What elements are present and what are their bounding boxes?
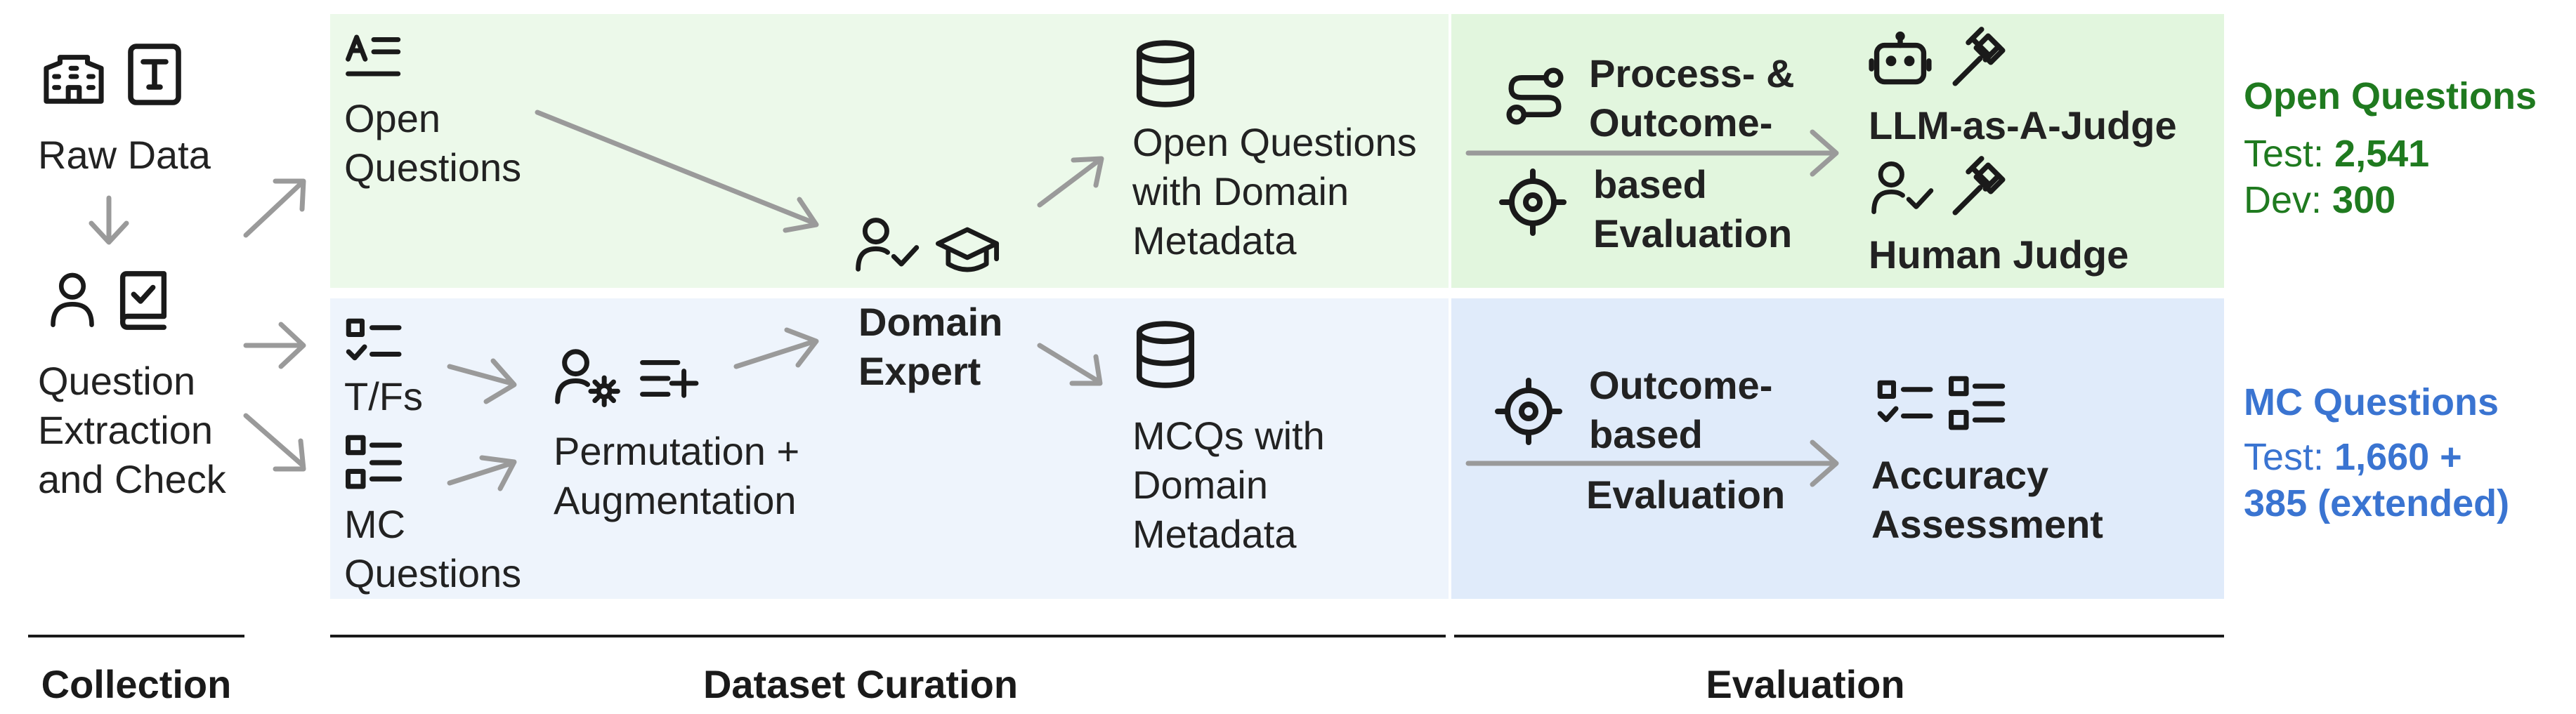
gavel-icon: [1947, 27, 2011, 91]
question-extraction-line-2: Extraction: [38, 408, 213, 452]
checked-book-icon: [117, 270, 170, 333]
arrow-extraction-to-open: [243, 180, 305, 238]
curation-divider: [330, 635, 1446, 637]
accuracy-line-2: Assessment: [1871, 502, 2103, 546]
open-meta-line-1: Open Questions: [1132, 120, 1417, 164]
open-stats-test: Test: 2,541: [2244, 131, 2429, 177]
based-eval-line-2: Evaluation: [1593, 211, 1793, 256]
raw-data-label: Raw Data: [38, 133, 211, 177]
person-check-icon: [856, 215, 922, 275]
text-lines-icon: [344, 32, 403, 79]
mcq-meta-line-1: MCQs with: [1132, 414, 1325, 458]
collection-section-label: Collection: [41, 662, 232, 706]
multiple-choice-icon: [1947, 375, 2008, 432]
arrow-mc-to-permutation: [447, 461, 514, 486]
open-questions-line-1: Open: [344, 96, 440, 140]
outcome-based-line-2: based: [1589, 412, 1703, 456]
route-icon: [1503, 65, 1567, 128]
arrow-permutation-to-expert: [733, 338, 818, 369]
evaluation-word: Evaluation: [1586, 472, 1786, 517]
open-stats-title: Open Questions: [2244, 75, 2537, 117]
open-test-label: Test:: [2244, 133, 2335, 175]
arrow-expert-to-open-meta: [1037, 157, 1102, 208]
mc-stats-test-extended: 385 (extended): [2244, 482, 2510, 524]
permutation-line-1: Permutation +: [554, 429, 800, 473]
mc-stats-title: MC Questions: [2244, 381, 2499, 423]
curation-section-label: Dataset Curation: [702, 662, 1019, 706]
evaluation-section-label: Evaluation: [1706, 662, 1905, 706]
arrow-tf-to-permutation: [447, 364, 514, 386]
llm-judge-label: LLM-as-A-Judge: [1869, 103, 2177, 147]
graduation-cap-icon: [934, 223, 1000, 277]
gavel-icon: [1947, 156, 2011, 220]
mcq-meta-line-2: Domain: [1132, 463, 1268, 507]
mc-test-value: 1,660 +: [2334, 436, 2462, 478]
domain-expert-line-2: Expert: [858, 349, 981, 393]
process-outcome-line-1: Process- &: [1589, 51, 1795, 95]
database-icon: [1135, 320, 1196, 389]
collection-divider: [28, 635, 244, 637]
checklist-icon: [1876, 379, 1936, 428]
robot-icon: [1869, 31, 1932, 87]
arrow-expert-to-mcq-meta: [1037, 343, 1102, 385]
person-check-icon: [1871, 159, 1936, 218]
building-icon: [41, 46, 107, 107]
evaluation-divider: [1454, 635, 2224, 637]
target-icon: [1499, 168, 1567, 236]
open-meta-line-3: Metadata: [1132, 218, 1297, 263]
tfs-label: T/Fs: [344, 374, 423, 418]
arrow-extraction-to-mc: [243, 413, 305, 468]
database-icon: [1135, 39, 1196, 108]
open-meta-line-2: with Domain: [1132, 169, 1349, 213]
open-curation-panel: [330, 14, 1449, 288]
open-dev-value: 300: [2332, 179, 2396, 221]
open-questions-line-2: Questions: [344, 145, 522, 190]
mc-stats-test: Test: 1,660 +: [2244, 434, 2462, 480]
domain-expert-line-1: Domain: [858, 300, 1003, 344]
mc-test-label: Test:: [2244, 436, 2335, 478]
mcq-meta-line-3: Metadata: [1132, 512, 1297, 556]
person-gear-icon: [555, 347, 622, 408]
human-judge-label: Human Judge: [1869, 232, 2129, 277]
process-outcome-line-2: Outcome-: [1589, 100, 1773, 145]
multiple-choice-icon: [344, 434, 405, 491]
mc-eval-panel: [1451, 298, 2224, 599]
question-extraction-line-1: Question: [38, 359, 196, 403]
open-stats-dev: Dev: 300: [2244, 177, 2395, 223]
open-dev-label: Dev:: [2244, 179, 2333, 221]
target-icon: [1495, 378, 1562, 445]
text-document-icon: [126, 42, 183, 107]
person-icon: [49, 270, 96, 329]
mc-curation-panel: [330, 298, 1449, 599]
checklist-icon: [344, 317, 405, 366]
question-extraction-line-3: and Check: [38, 457, 226, 501]
open-test-value: 2,541: [2334, 133, 2430, 175]
arrow-open-to-expert: [535, 110, 818, 226]
mc-line-1: MC: [344, 502, 406, 546]
outcome-based-line-1: Outcome-: [1589, 363, 1773, 407]
accuracy-line-1: Accuracy: [1871, 453, 2049, 497]
mc-line-2: Questions: [344, 551, 522, 595]
list-add-icon: [638, 355, 699, 402]
permutation-line-2: Augmentation: [554, 478, 797, 522]
based-eval-line-1: based: [1593, 162, 1707, 206]
